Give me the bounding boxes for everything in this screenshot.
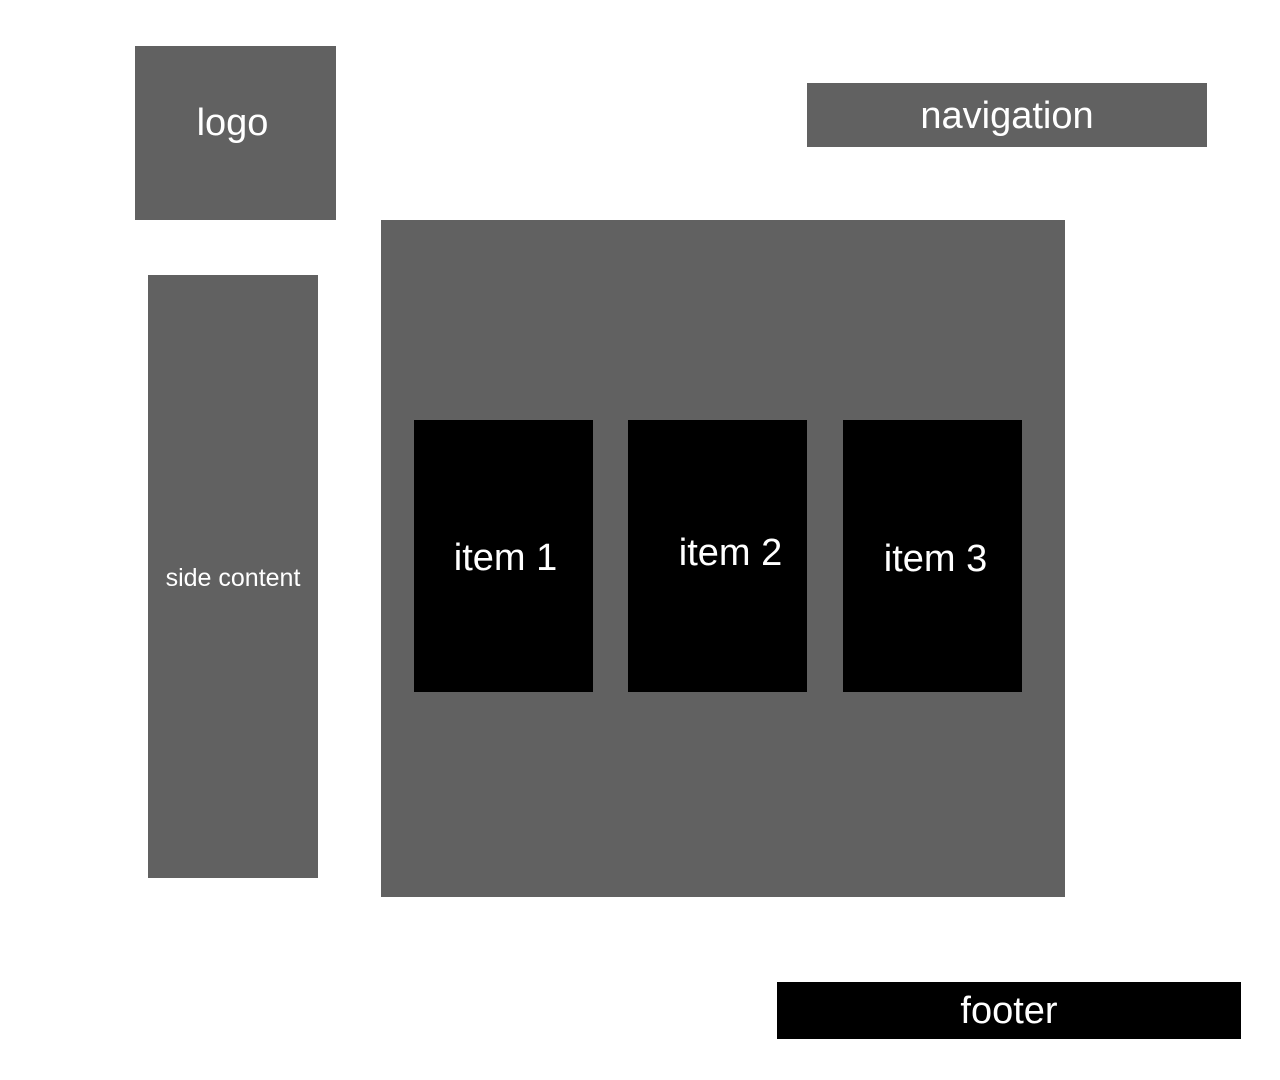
logo-block: logo bbox=[135, 46, 336, 220]
item-block-2: item 2 bbox=[628, 420, 807, 692]
item-block-1: item 1 bbox=[414, 420, 593, 692]
navigation-block: navigation bbox=[807, 83, 1207, 147]
item-label-2: item 2 bbox=[678, 531, 783, 574]
side-content-label: side content bbox=[165, 564, 301, 592]
navigation-label: navigation bbox=[920, 94, 1094, 137]
side-content-block: side content bbox=[148, 275, 318, 878]
item-block-3: item 3 bbox=[843, 420, 1022, 692]
logo-label: logo bbox=[196, 101, 269, 144]
footer-label: footer bbox=[960, 990, 1058, 1032]
footer-block: footer bbox=[777, 982, 1241, 1039]
item-label-3: item 3 bbox=[883, 537, 988, 580]
item-label-1: item 1 bbox=[453, 536, 558, 579]
